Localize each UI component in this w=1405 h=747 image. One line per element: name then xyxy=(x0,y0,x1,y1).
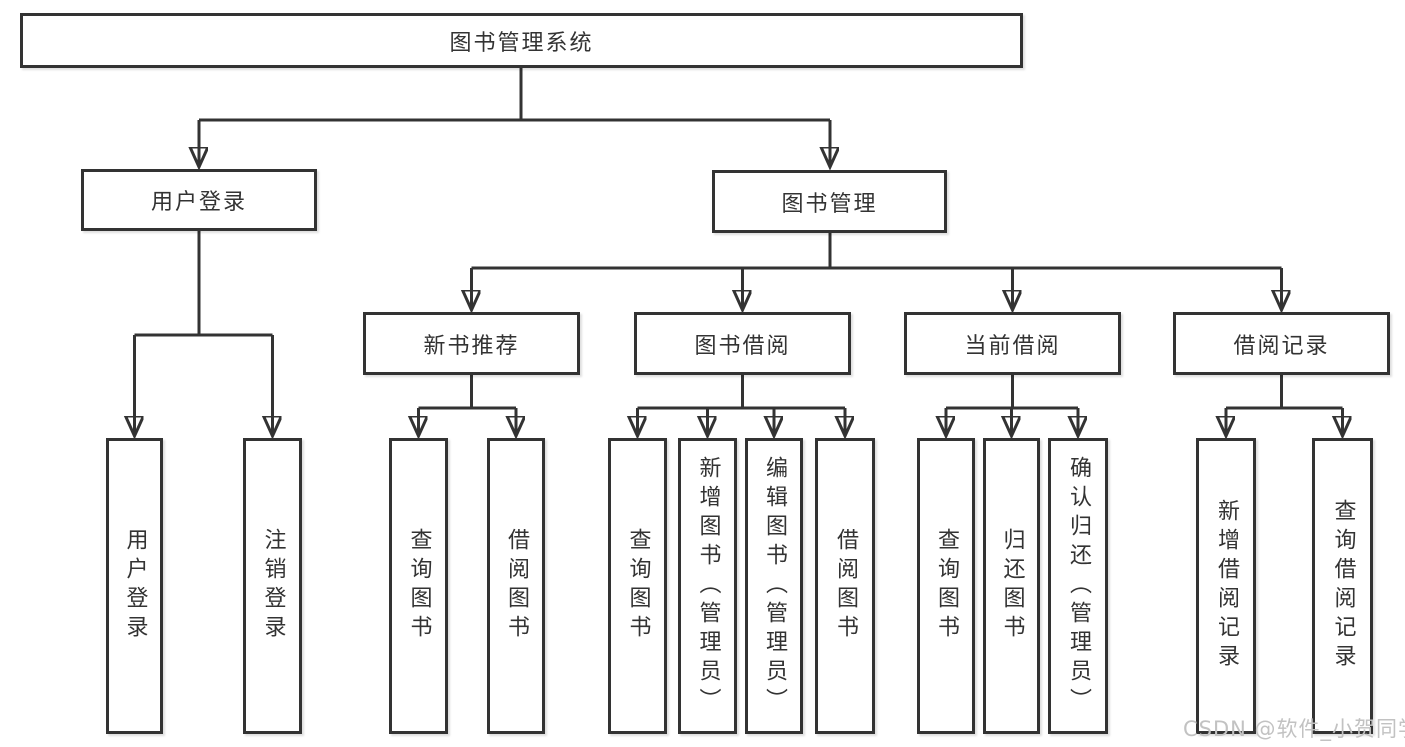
leaf-query-books-current: 查询图书 xyxy=(917,438,975,734)
leaf-borrow-books-recommend: 借阅图书 xyxy=(487,438,545,734)
leaf-query-borrow-record: 查询借阅记录 xyxy=(1312,438,1373,734)
node-new-book-recommendation: 新书推荐 xyxy=(363,312,580,375)
leaf-logout: 注销登录 xyxy=(243,438,302,734)
node-library-system: 图书管理系统 xyxy=(20,13,1023,68)
leaf-return-books: 归还图书 xyxy=(983,438,1040,734)
watermark-text: CSDN @软件_小贺同学 xyxy=(1183,717,1405,741)
leaf-borrow-books: 借阅图书 xyxy=(815,438,875,734)
leaf-user-login: 用户登录 xyxy=(106,438,163,734)
leaf-edit-books-admin: 编辑图书（管理员） xyxy=(745,438,803,734)
node-borrowing-records: 借阅记录 xyxy=(1173,312,1390,375)
leaf-query-books-borrow: 查询图书 xyxy=(608,438,667,734)
leaf-confirm-return-admin: 确认归还（管理员） xyxy=(1048,438,1108,734)
node-current-borrowing: 当前借阅 xyxy=(904,312,1121,375)
leaf-add-books-admin: 新增图书（管理员） xyxy=(678,438,737,734)
node-user-login: 用户登录 xyxy=(81,169,317,231)
leaf-query-books-recommend: 查询图书 xyxy=(389,438,448,734)
node-book-management: 图书管理 xyxy=(712,170,947,233)
node-book-borrowing: 图书借阅 xyxy=(634,312,851,375)
leaf-add-borrow-record: 新增借阅记录 xyxy=(1196,438,1256,734)
